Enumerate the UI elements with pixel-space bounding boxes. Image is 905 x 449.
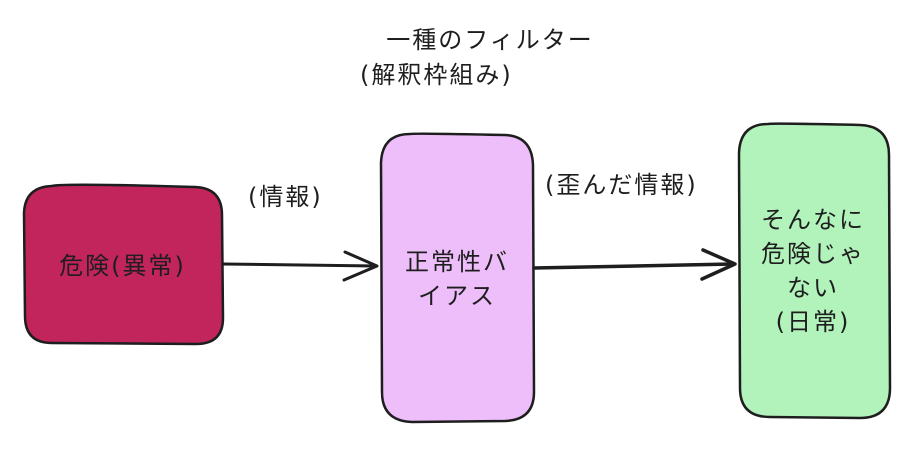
output-edge-label: (歪んだ情報) — [545, 171, 698, 199]
danger-node-box[interactable] — [22, 183, 225, 346]
arrow-bias-to-safe — [532, 248, 737, 281]
arrow-bias-to-safe-line — [532, 262, 735, 270]
danger-node-label: 危険(異常) — [59, 251, 186, 280]
safe-node-label: そんなに 危険じゃ ない (日常) — [761, 206, 865, 336]
arrow-bias-to-safe-head — [700, 248, 737, 281]
bias-node-box[interactable] — [379, 132, 536, 424]
arrow-danger-to-bias — [221, 250, 379, 282]
bias-node-label: 正常性バ イアス — [405, 247, 509, 310]
arrow-danger-to-bias-head — [342, 250, 379, 282]
filter-title: 一種のフィルター — [386, 26, 594, 54]
safe-node-box[interactable] — [737, 122, 892, 420]
arrow-danger-to-bias-line — [221, 262, 378, 268]
input-edge-label: (情報) — [248, 183, 323, 211]
filter-subtitle: (解釈枠組み) — [360, 61, 513, 89]
